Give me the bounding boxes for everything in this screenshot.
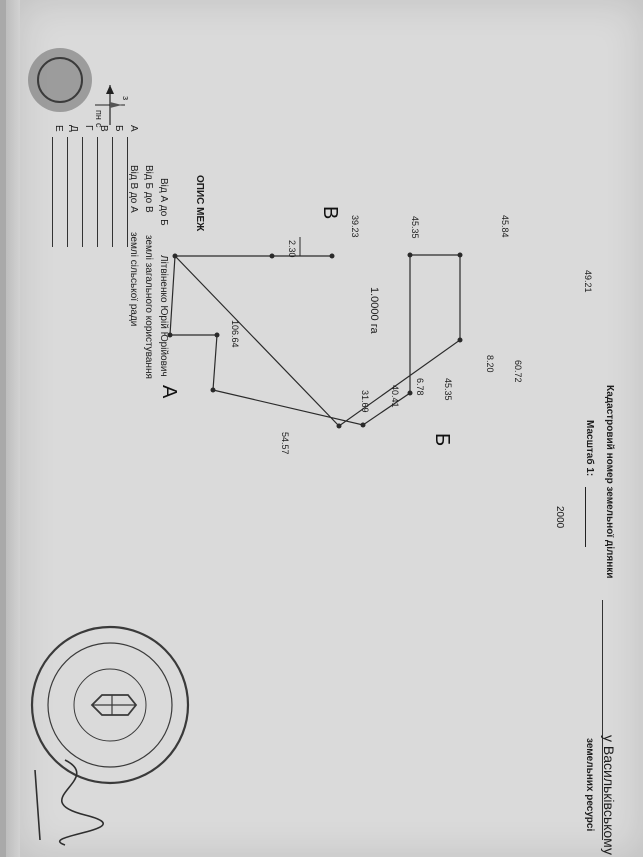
dimension-label: 54.57 xyxy=(280,432,290,455)
parcel-outline xyxy=(169,254,461,427)
scale-line xyxy=(585,487,586,547)
compass-north-label: пн xyxy=(94,110,104,120)
boundary-rule xyxy=(82,137,83,247)
boundary-letter: Д xyxy=(68,125,79,132)
boundary-rule xyxy=(67,137,68,247)
compass-west-label: з xyxy=(121,96,131,101)
boundary-owner: землі сільської ради xyxy=(128,232,139,327)
dimension-label: 8.20 xyxy=(485,355,495,373)
dimension-label: 45.84 xyxy=(500,215,510,238)
dimension-label: 106.64 xyxy=(230,320,240,348)
scale-label: Масштаб 1: xyxy=(584,420,595,477)
dimension-label: 31.69 xyxy=(360,390,370,413)
dimension-label: 6.78 xyxy=(415,378,425,396)
boundary-letter: А xyxy=(128,125,139,132)
parcel-area: 1.0000 га xyxy=(368,287,380,334)
vertex-marker xyxy=(336,423,342,429)
point-label-a: А xyxy=(158,385,180,399)
vertex-marker xyxy=(210,387,216,393)
boundary-description-title: ОПИС МЕЖ xyxy=(194,175,205,232)
plan-drawing xyxy=(28,48,463,846)
vertex-marker xyxy=(360,422,366,428)
district-text: у Васильківському xyxy=(601,735,617,855)
boundary-owner: Літвіненко Юрій Юрійович xyxy=(158,255,169,377)
point-label-v: В xyxy=(319,206,341,220)
boundary-range: Від Б до В xyxy=(143,165,154,213)
boundary-letter: В xyxy=(98,125,109,132)
boundary-letter: Е xyxy=(53,125,64,132)
dimension-label: 39.23 xyxy=(350,215,360,238)
corner-seal xyxy=(28,48,92,112)
boundary-range: Від В до А xyxy=(128,165,139,213)
handwritten-signature xyxy=(34,759,104,846)
dimension-label: 45.35 xyxy=(410,216,420,239)
paper-fold xyxy=(6,0,20,857)
scale-value: 2000 xyxy=(554,506,565,529)
office-text: земельних ресурсі xyxy=(584,738,595,832)
official-stamp xyxy=(30,625,190,785)
dimension-label: 40.41 xyxy=(390,385,400,408)
vertex-marker xyxy=(457,337,463,343)
vertex-marker xyxy=(214,332,220,338)
vertex-marker xyxy=(167,332,173,338)
vertex-marker xyxy=(457,252,463,258)
boundary-letter: Г xyxy=(83,125,94,131)
boundary-range: Від А до Б xyxy=(158,178,169,226)
dimension-label: 49.21 xyxy=(583,270,593,293)
vertex-marker xyxy=(407,252,413,258)
dimension-label: 45.35 xyxy=(443,378,453,401)
boundary-owner: землі загального користування xyxy=(143,235,154,379)
boundary-rule xyxy=(52,137,53,247)
point-label-b: Б xyxy=(431,433,453,447)
dimension-label: 60.72 xyxy=(513,360,523,383)
boundary-rule xyxy=(97,137,98,247)
dimension-label: 2.30 xyxy=(287,240,297,258)
vertex-marker xyxy=(407,390,413,396)
boundary-rule xyxy=(112,137,113,247)
boundary-letter: Б xyxy=(113,125,124,132)
rotated-plan-sheet: Кадастровий номер земельної ділянки xyxy=(28,48,617,855)
compass-icon xyxy=(95,85,125,125)
